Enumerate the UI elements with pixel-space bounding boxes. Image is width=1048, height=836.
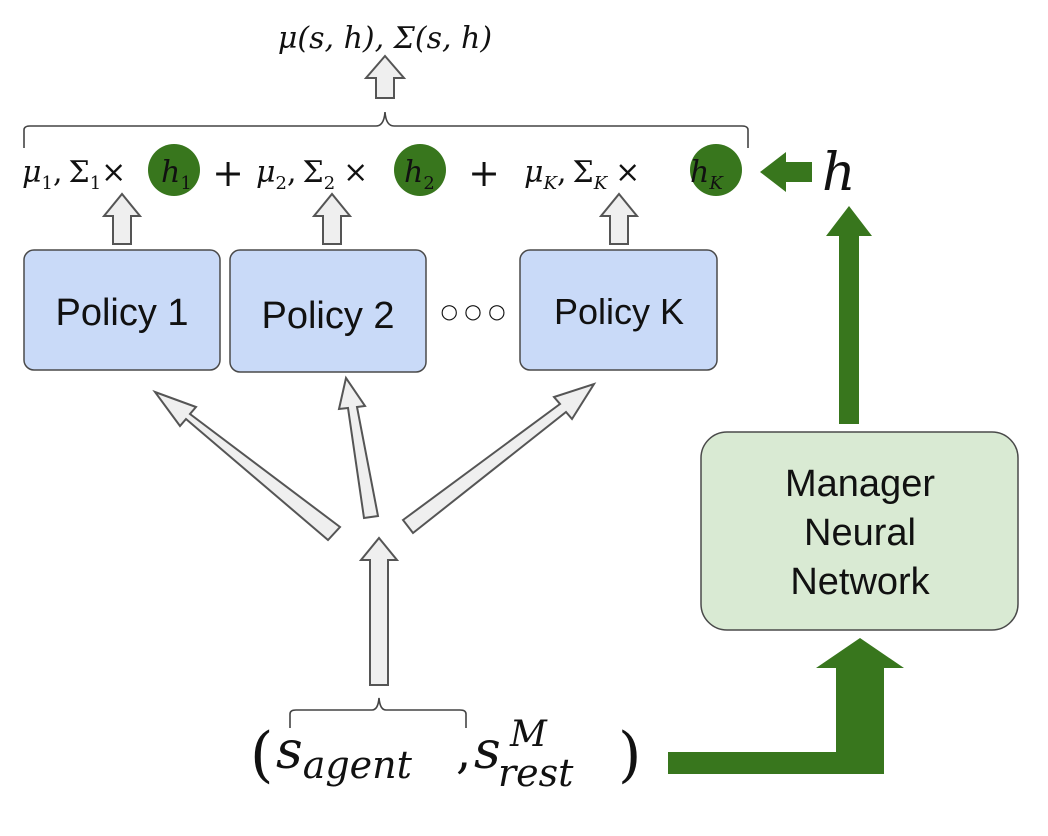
weight-circle-1 — [148, 144, 200, 196]
weight-circle-k — [690, 144, 742, 196]
policy-1-label: Policy 1 — [55, 292, 188, 334]
s-rest: s — [474, 721, 501, 781]
manager-up-arrow — [826, 206, 872, 424]
policy-k-box: Policy K — [519, 249, 718, 371]
svg-text:h2: h2 — [404, 155, 435, 194]
mu-symbol: μ — [22, 155, 42, 190]
manager-weight-arrow — [760, 152, 812, 192]
s-rest-superscript: M — [509, 714, 548, 755]
combination-term-2: μ2,Σ2× h2 — [256, 144, 446, 196]
svg-text:μK,ΣK×: μK,ΣK× — [524, 155, 640, 194]
svg-text:μ1,Σ1×: μ1,Σ1× — [22, 155, 126, 194]
manager-box: Manager Neural Network — [700, 431, 1019, 631]
weight-circle-2 — [394, 144, 446, 196]
state-to-policy-1-arrow — [152, 389, 342, 542]
state-to-policy-k-arrow — [401, 382, 597, 535]
policy-1-up-arrow — [101, 192, 143, 245]
manager-label-line-3: Network — [790, 561, 930, 603]
manager-label-line-1: Manager — [785, 463, 935, 505]
input-open-paren: ( — [250, 720, 273, 790]
output-label: μ(s, h), Σ(s, h) — [278, 21, 492, 56]
policy-2-label: Policy 2 — [261, 295, 394, 337]
input-state: ( sagent , s M rest ) — [250, 714, 641, 795]
svg-text:hK: hK — [690, 155, 724, 194]
svg-text:μ2,Σ2×: μ2,Σ2× — [256, 155, 368, 194]
policy-2-box: Policy 2 — [229, 249, 427, 373]
policy-ellipsis: ○ ○ ○ — [440, 299, 505, 323]
manager-output-h: h — [822, 143, 856, 203]
manager-label-line-2: Neural — [804, 512, 916, 554]
input-up-arrow — [358, 536, 400, 686]
plus-sign-2: + — [468, 151, 500, 195]
output-up-arrow — [363, 54, 407, 99]
policy-1-box: Policy 1 — [23, 249, 221, 371]
policy-k-up-arrow — [598, 192, 640, 245]
policy-2-up-arrow — [311, 192, 353, 245]
input-to-manager-arrow — [668, 638, 904, 774]
combination-term-1: μ1,Σ1× h1 — [22, 144, 200, 196]
policy-k-label: Policy K — [554, 291, 684, 332]
combination-term-k: μK,ΣK× hK — [524, 144, 742, 196]
input-brace — [289, 697, 467, 728]
s-rest-subscript: rest — [498, 751, 574, 795]
svg-text:h1: h1 — [161, 155, 192, 194]
state-to-policy-2-arrow — [337, 375, 380, 520]
s-agent: sagent — [276, 721, 413, 787]
plus-sign-1: + — [212, 151, 244, 195]
input-comma: , — [456, 724, 471, 780]
combination-brace — [23, 111, 749, 148]
input-close-paren: ) — [618, 720, 641, 790]
